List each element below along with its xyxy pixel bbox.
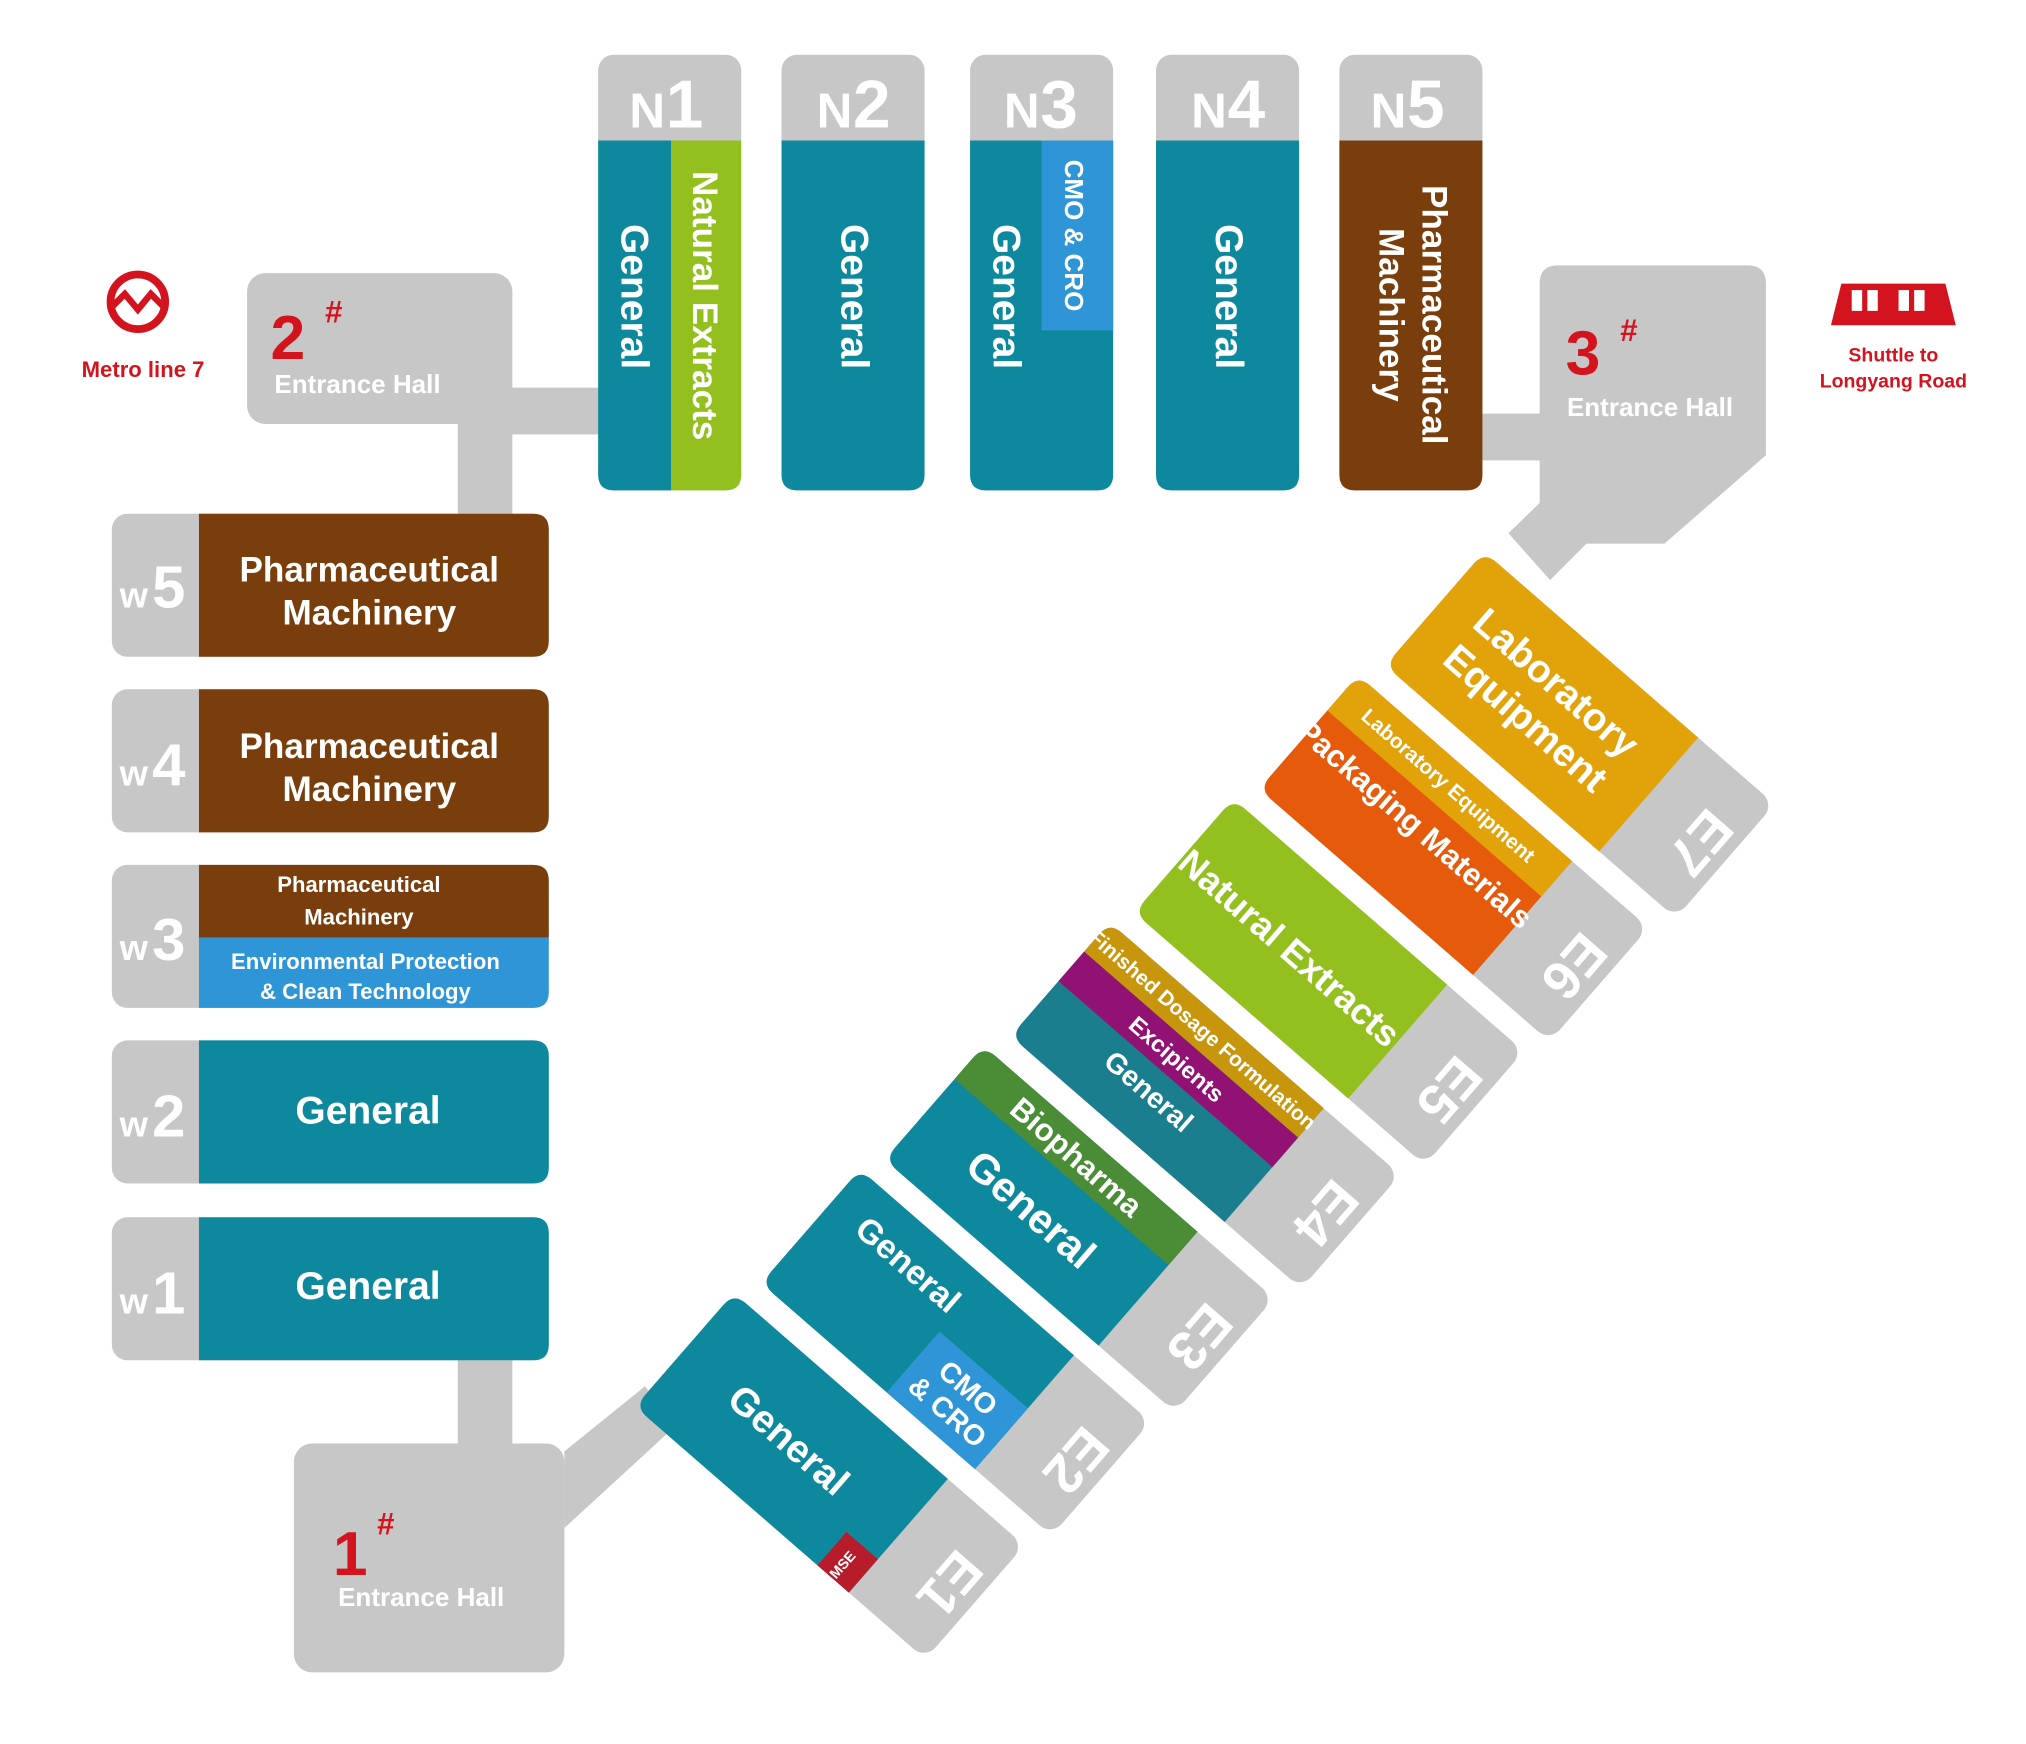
hall-w4[interactable]: w 4 Pharmaceutical Machinery: [111, 689, 549, 833]
hall-w1-letter: w: [119, 1280, 149, 1321]
hall-w1-digit: 1: [152, 1259, 185, 1326]
hall-n5[interactable]: N 5 Pharmaceutical Machinery: [1339, 54, 1483, 491]
hall-n1-digit: 1: [666, 68, 704, 143]
hall-w4-letter: w: [119, 753, 149, 794]
hall-n3[interactable]: N 3 General CMO & CRO: [970, 54, 1114, 491]
hall-w3-top1: Pharmaceutical: [277, 872, 440, 897]
shuttle-line-2: Longyang Road: [1820, 371, 1967, 393]
hall-n5-line1: Pharmaceutical: [1415, 185, 1454, 445]
metro-line-7[interactable]: Metro line 7: [82, 270, 205, 382]
hall-w3-bottom2: & Clean Technology: [260, 979, 471, 1004]
hall-n5-letter: N: [1371, 84, 1407, 139]
entrance-hall-3[interactable]: 3 # Entrance Hall: [1539, 265, 1766, 544]
hall-w4-line2: Machinery: [282, 770, 456, 809]
hall-w5[interactable]: w 5 Pharmaceutical Machinery: [111, 513, 549, 657]
hall-n1-letter: N: [629, 84, 665, 139]
metro-logo-icon: [106, 270, 170, 333]
hall-w4-digit: 4: [152, 732, 185, 799]
hall-n2-letter: N: [817, 84, 853, 139]
hall-n1[interactable]: N 1 General Natural Extracts: [598, 54, 742, 491]
entrance-2-mark: #: [325, 295, 342, 330]
entrance-3-label: Entrance Hall: [1567, 392, 1733, 422]
hall-w1[interactable]: w 1 General: [111, 1217, 549, 1361]
hall-w3-bottom1: Environmental Protection: [231, 949, 500, 974]
entrance-1-label: Entrance Hall: [338, 1582, 504, 1612]
shuttle-line-1: Shuttle to: [1848, 345, 1938, 367]
hall-w1-label: General: [295, 1265, 440, 1308]
hall-w4-line1: Pharmaceutical: [240, 727, 500, 766]
hall-n4-main: General: [1207, 224, 1250, 369]
hall-n2-main: General: [832, 224, 875, 369]
entrance-2-number: 2: [270, 304, 305, 373]
hall-w3-top2: Machinery: [304, 905, 414, 930]
entrance-hall-2[interactable]: 2 # Entrance Hall: [247, 273, 513, 425]
hall-w3-letter: w: [119, 927, 149, 968]
hall-n3-side: CMO & CRO: [1059, 160, 1089, 312]
bus-icon: [1830, 283, 1956, 326]
hall-n5-line2: Machinery: [1372, 228, 1411, 402]
entrance-hall-1[interactable]: 1 # Entrance Hall: [293, 1443, 565, 1673]
entrance-3-mark: #: [1620, 313, 1637, 348]
hall-w2-label: General: [295, 1090, 440, 1133]
hall-n3-letter: N: [1004, 84, 1040, 139]
hall-w3-digit: 3: [152, 906, 185, 973]
entrance-2-label: Entrance Hall: [274, 369, 440, 399]
hall-n4-letter: N: [1191, 84, 1227, 139]
hall-n4-digit: 4: [1228, 68, 1266, 143]
hall-w2-letter: w: [119, 1104, 149, 1145]
hall-n2[interactable]: N 2 General: [781, 54, 925, 491]
hall-n3-digit: 3: [1040, 68, 1078, 143]
hall-n5-digit: 5: [1407, 68, 1445, 143]
shuttle-bus[interactable]: Shuttle to Longyang Road: [1820, 283, 1967, 393]
hall-w2[interactable]: w 2 General: [111, 1040, 549, 1184]
hall-n3-main: General: [984, 224, 1027, 369]
entrance-1-number: 1: [333, 1520, 368, 1589]
hall-n4[interactable]: N 4 General: [1156, 54, 1300, 491]
hall-n2-digit: 2: [853, 68, 891, 143]
hall-w2-digit: 2: [152, 1083, 185, 1150]
hall-w5-line2: Machinery: [282, 593, 456, 632]
hall-n1-main: General: [613, 224, 656, 369]
entrance-3-number: 3: [1566, 320, 1601, 389]
hall-w5-digit: 5: [152, 553, 185, 620]
metro-label: Metro line 7: [82, 357, 205, 382]
hall-e2[interactable]: General CMO & CRO E2: [761, 1169, 1150, 1535]
hall-w5-letter: w: [119, 574, 149, 615]
entrance-1-mark: #: [377, 1507, 394, 1542]
hall-w5-line1: Pharmaceutical: [240, 550, 500, 589]
hall-w3[interactable]: w 3 Pharmaceutical Machinery Environment…: [111, 864, 549, 1008]
hall-n1-side: Natural Extracts: [685, 171, 724, 440]
